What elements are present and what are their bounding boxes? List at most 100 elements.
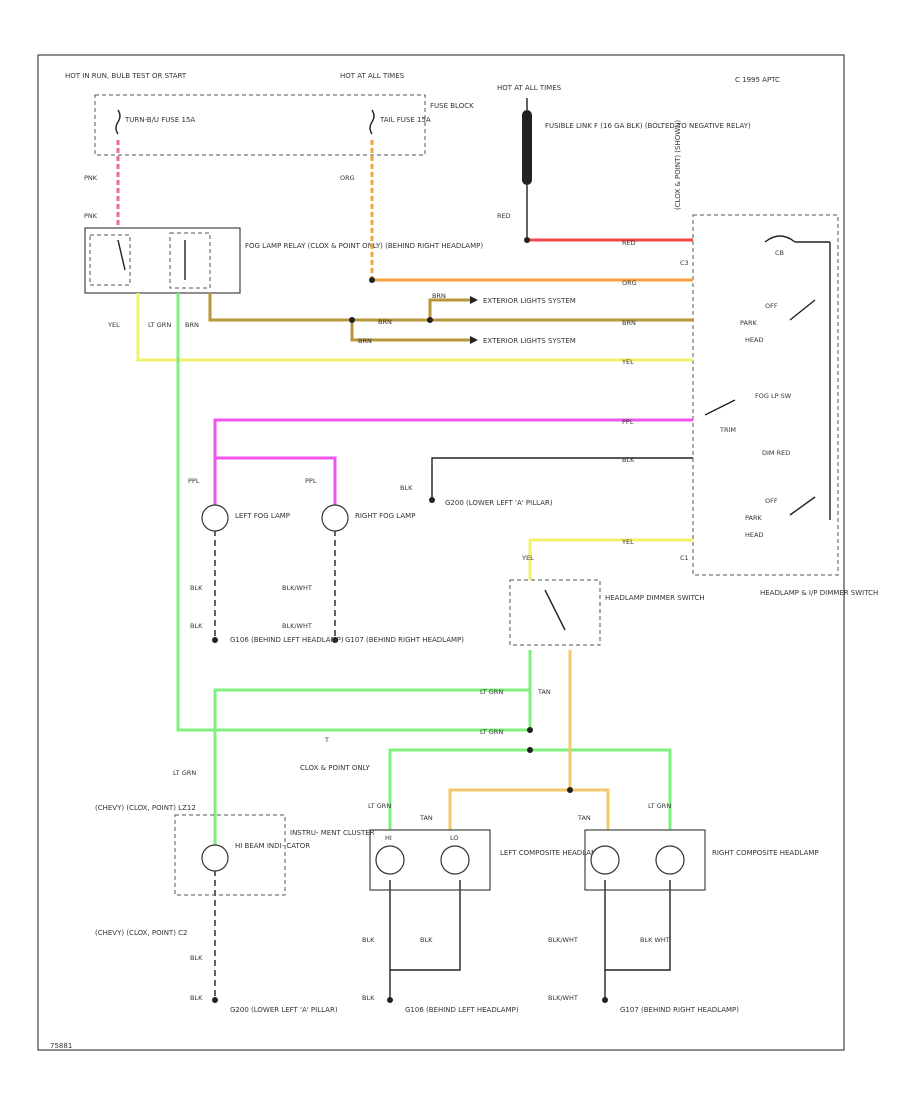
wire-label-blk-cl: BLK: [190, 954, 203, 962]
relay-contact-outline: [89, 234, 131, 286]
off2-label: OFF: [765, 497, 778, 505]
wire-label-ltgrn-cl: LT GRN: [173, 769, 196, 777]
wire-label-ppl-c: PPL: [622, 418, 634, 426]
instrument-cluster-outline: [174, 814, 286, 896]
fog-relay-box: [84, 227, 241, 294]
wire-label-blk-rc: BLK WHT: [640, 936, 670, 944]
g200-bot-label: G200 (LOWER LEFT 'A' PILLAR): [230, 1006, 338, 1014]
fuse-block-outline: [94, 94, 426, 156]
corner-code: C 1995 APTC: [735, 76, 780, 84]
wire-set: [116, 140, 693, 850]
dimmer-switch-outline: [509, 579, 601, 646]
dot: [527, 727, 533, 733]
wire-label-blk-lc1: BLK: [362, 936, 375, 944]
left-fog-label: LEFT FOG LAMP: [235, 512, 290, 520]
wire-label-blkwht-rc1: BLK/WHT: [548, 936, 578, 944]
wire-label-tan-rc: TAN: [577, 814, 591, 822]
wire-label-ltgrn-2: LT GRN: [480, 728, 503, 736]
fog-label: FOG LP SW: [755, 392, 792, 400]
dot: [332, 637, 338, 643]
arrow-icon: [470, 336, 478, 344]
wire-label-blkwht-right-1: BLK/WHT: [282, 584, 312, 592]
circuit-breaker-symbol: [764, 235, 796, 243]
exterior-lights-2: EXTERIOR LIGHTS SYSTEM: [483, 337, 576, 345]
wire-label-blk-left-2: BLK: [190, 622, 203, 630]
wire-label-pnk-2: PNK: [84, 212, 98, 220]
turn-fuse-label: TURN-B/U FUSE 15A: [124, 116, 195, 124]
dot: [427, 317, 433, 323]
wire-label-red-c: RED: [622, 239, 636, 247]
right-hi-bulb: [655, 845, 685, 875]
run-bulb-label: HOT IN RUN, BULB TEST OR START: [65, 72, 187, 80]
left-lo-bulb: [440, 845, 470, 875]
turn-fuse-symbol: [115, 109, 121, 135]
hot-all-times-2-label: HOT AT ALL TIMES: [497, 84, 562, 92]
fusible-link-label: FUSIBLE LINK F (16 GA BLK) (BOLTED TO NE…: [545, 122, 751, 130]
off1-label: OFF: [765, 302, 778, 310]
junction-dots: [212, 237, 608, 1003]
headlamp-switch-label: HEADLAMP & I/P DIMMER SWITCH: [760, 589, 878, 597]
tail-fuse-label: TAIL FUSE 15A: [379, 116, 431, 124]
wire-label-org: ORG: [340, 174, 355, 182]
right-fog-label: RIGHT FOG LAMP: [355, 512, 415, 520]
left-fog-lamp-bulb: [201, 504, 229, 532]
yellow-dimmer-wire: [528, 538, 693, 580]
right-comp-ground-2: [605, 880, 671, 971]
dot: [527, 747, 533, 753]
wire-label-yel-c: YEL: [621, 358, 634, 366]
dot: [369, 277, 375, 283]
right-fog-lamp-bulb: [321, 504, 349, 532]
chevy-note-2: (CHEVY) (CLOX, POINT) C2: [95, 929, 188, 937]
wire-label-yel-relay: YEL: [107, 321, 120, 329]
fusible-link-symbol: [522, 110, 532, 185]
arrow-icon: [470, 296, 478, 304]
fog-switch-arm: [704, 399, 736, 416]
wire-label-yel-dimmer: YEL: [521, 554, 534, 562]
black-ground-wire: [431, 457, 693, 500]
wire-label-blk-lc3: BLK: [362, 994, 375, 1002]
dim-red-label: DIM RED: [762, 449, 790, 457]
instrument-cluster-label: INSTRU- MENT CLUSTER: [290, 829, 375, 837]
fog-relay-label: FOG LAMP RELAY (CLOX & POINT ONLY) (BEHI…: [245, 242, 483, 250]
park2-label: PARK: [745, 514, 762, 522]
left-lo-label: LO: [450, 834, 459, 842]
switch-arm-1: [789, 299, 816, 321]
brown-wire-ext1: [428, 298, 475, 320]
brown-wire-main: [208, 293, 693, 322]
dot: [349, 317, 355, 323]
tail-fuse-symbol: [369, 109, 375, 135]
wire-label-blkwht-right-2: BLK/WHT: [282, 622, 312, 630]
trim-label: TRIM: [719, 426, 736, 434]
head1-label: HEAD: [745, 336, 763, 344]
c3-label: C3: [680, 259, 689, 267]
left-composite-label: LEFT COMPOSITE HEADLAMP: [500, 849, 601, 857]
wire-label-red: RED: [497, 212, 511, 220]
dimmer-switch-arm: [544, 589, 566, 631]
wire-label-brn-c: BRN: [622, 319, 636, 327]
wire-label-tan-lc: TAN: [419, 814, 433, 822]
wire-label-blk-c: BLK: [622, 456, 635, 464]
left-hi-bulb: [375, 845, 405, 875]
right-lo-bulb: [590, 845, 620, 875]
wire-label-blk-cl2: BLK: [190, 994, 203, 1002]
diagram-frame: [37, 54, 845, 1051]
hot-all-times-label: HOT AT ALL TIMES: [340, 72, 405, 80]
c1-label: C1: [680, 554, 689, 562]
g106-label: G106 (BEHIND LEFT HEADLAMP): [230, 636, 344, 644]
wire-label-brn-3: BRN: [358, 337, 372, 345]
hi-beam-indicator-label: HI BEAM INDI- CATOR: [235, 842, 310, 850]
wire-label-blkwht-rc2: BLK/WHT: [548, 994, 578, 1002]
exterior-lights-1: EXTERIOR LIGHTS SYSTEM: [483, 297, 576, 305]
wire-label-ltgrn-rc: LT GRN: [648, 802, 671, 810]
wire-label-org-c: ORG: [622, 279, 637, 287]
yellow-wire: [136, 293, 693, 362]
tan-wire-lo: [448, 788, 610, 830]
g106-bot-label: G106 (BEHIND LEFT HEADLAMP): [405, 1006, 519, 1014]
dot: [387, 997, 393, 1003]
t-mark: T: [324, 736, 329, 744]
wire-label-brn-2: BRN: [378, 318, 392, 326]
violet-wire-right: [215, 456, 337, 505]
wire-label-blk-left-1: BLK: [190, 584, 203, 592]
switch-arm-2: [789, 496, 816, 516]
